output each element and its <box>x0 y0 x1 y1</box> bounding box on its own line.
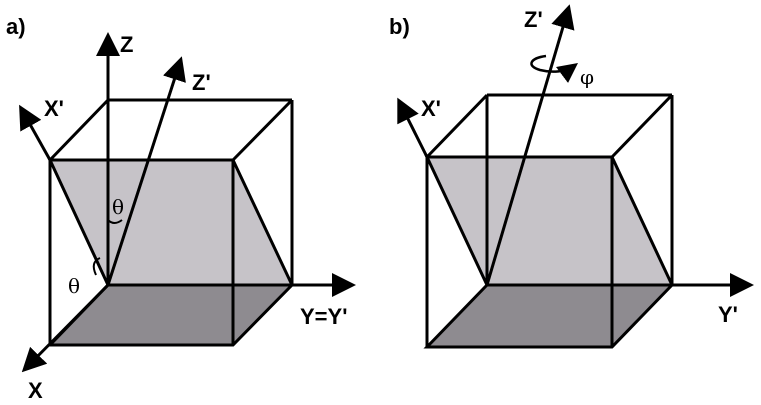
tilted-plane <box>424 155 675 287</box>
phi-rotation-arrow <box>530 54 579 83</box>
z-prime-axis <box>106 56 186 286</box>
x-axis <box>21 283 110 373</box>
panel-b: b) Z' X' Y' φ <box>389 4 754 349</box>
theta-label-lower: θ <box>68 274 80 298</box>
panel-b-label: b) <box>389 14 410 39</box>
theta-label-upper: θ <box>112 195 124 219</box>
x-prime-axis <box>19 104 52 161</box>
z-prime-axis-label: Z' <box>524 7 543 32</box>
x-axis-label: X <box>28 378 43 403</box>
cube-edges <box>425 93 674 347</box>
phi-label: φ <box>580 65 594 89</box>
x-prime-axis-label: X' <box>421 96 441 121</box>
x-prime-axis <box>397 97 429 158</box>
y-axis-label: Y=Y' <box>300 304 347 329</box>
z-prime-axis-label: Z' <box>192 70 211 95</box>
floor-face <box>46 283 296 347</box>
panel-a-label: a) <box>6 14 26 39</box>
panel-a: a) Z Z' X' Y=Y' X θ θ <box>6 14 356 403</box>
tilted-plane <box>47 158 295 287</box>
y-prime-axis-label: Y' <box>718 302 738 327</box>
theta-arc-upper <box>107 219 123 224</box>
z-prime-axis <box>485 4 575 286</box>
floor-face <box>423 283 676 349</box>
x-prime-axis-label: X' <box>44 96 64 121</box>
z-axis-label: Z <box>120 32 133 57</box>
theta-arc-lower <box>92 257 101 276</box>
cube-edges <box>48 98 294 345</box>
